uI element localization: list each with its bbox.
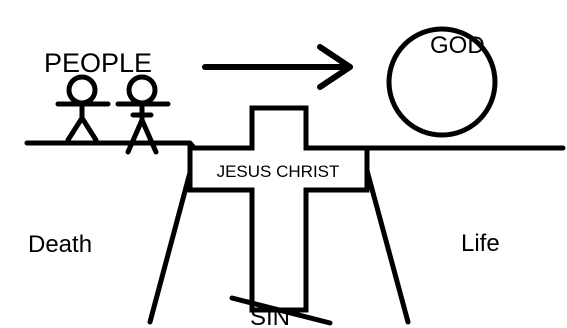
people-label: PEOPLE: [44, 48, 152, 78]
cross-label: JESUS CHRIST: [217, 162, 340, 181]
person-icon: [58, 77, 108, 140]
death-label: Death: [28, 231, 92, 258]
sin-label: SIN: [250, 304, 290, 328]
life-label: Life: [461, 230, 500, 257]
arrow-right-icon: [205, 47, 350, 87]
god-label: GOD: [430, 32, 485, 59]
cross-icon: [190, 108, 367, 310]
